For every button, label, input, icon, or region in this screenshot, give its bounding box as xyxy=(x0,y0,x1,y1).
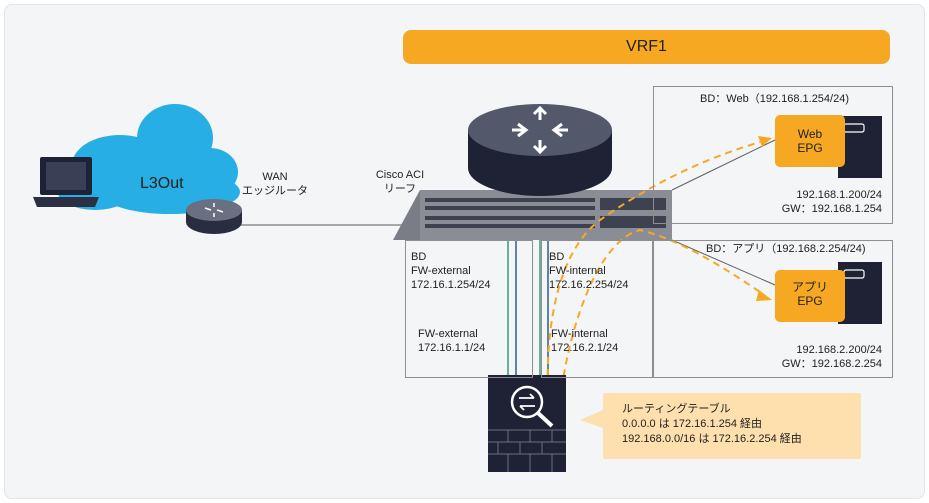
bd-app-title: BD：アプリ（192.168.2.254/24) xyxy=(706,243,866,255)
bd-fw-external-line1: BD xyxy=(411,251,427,263)
fw-internal-iface-ip: 172.16.2.1/24 xyxy=(551,342,619,354)
leaf-web-link xyxy=(671,139,776,191)
spine-router-icon xyxy=(468,104,612,196)
bd-fw-internal-line1: BD xyxy=(549,251,565,263)
fw-external-iface-ip: 172.16.1.1/24 xyxy=(418,342,486,354)
routing-table-note xyxy=(603,393,861,459)
server-icon-app xyxy=(838,262,882,324)
web-epg-block xyxy=(775,115,845,167)
app-epg-line2: EPG xyxy=(797,294,823,308)
cloud-label: L3Out xyxy=(140,175,184,192)
bd-web-title: BD：Web（192.168.1.254/24) xyxy=(700,93,849,105)
vrf-banner: VRF1 xyxy=(403,30,890,64)
switch-icon xyxy=(393,190,672,240)
bd-fw-external-line3: 172.16.1.254/24 xyxy=(411,279,491,291)
bd-app-box xyxy=(653,240,893,378)
routing-note-line1: 0.0.0.0 は 172.16.1.254 経由 xyxy=(622,418,763,430)
server-icon xyxy=(838,116,882,178)
wan-sub-label: エッジルータ xyxy=(242,185,308,197)
web-epg-line1: Web xyxy=(797,127,823,141)
bd-fw-internal-line2: FW-internal xyxy=(549,265,606,277)
magnifier-icon xyxy=(510,385,544,419)
leaf-app-link xyxy=(671,239,776,286)
bd-fw-external-line2: FW-external xyxy=(411,265,471,277)
app-epg-line1: アプリ xyxy=(791,280,828,294)
leaf-label: Cisco ACI xyxy=(375,169,425,181)
leaf-sub-label: リーフ xyxy=(383,183,417,195)
fw-external-iface-name: FW-external xyxy=(418,328,478,340)
router-icon xyxy=(186,199,242,234)
laptop-icon xyxy=(33,157,99,207)
bd-fw-internal-box xyxy=(541,240,653,378)
flow-arrowhead-app xyxy=(756,290,772,301)
web-epg-line2: EPG xyxy=(797,141,823,155)
bd-fw-external-box xyxy=(405,240,533,378)
vrf-label: VRF1 xyxy=(626,38,667,55)
traffic-flow-arrows xyxy=(546,141,761,401)
routing-note-line2: 192.168.0.0/16 は 172.16.2.254 経由 xyxy=(622,433,802,445)
routing-note-title: ルーティングテーブル xyxy=(622,403,731,415)
flow-arrowhead-web xyxy=(758,136,772,147)
fw-internal-iface-name: FW-internal xyxy=(551,328,608,340)
firewall-icon xyxy=(488,375,566,472)
bd-web-gw: GW：192.168.1.254 xyxy=(781,203,882,215)
app-epg-block xyxy=(775,270,845,322)
bd-app-ip: 192.168.2.200/24 xyxy=(796,344,882,356)
bd-app-gw: GW：192.168.2.254 xyxy=(781,358,882,370)
bd-web-ip: 192.168.1.200/24 xyxy=(796,189,882,201)
bd-fw-internal-line3: 172.16.2.254/24 xyxy=(549,279,629,291)
wan-label: WAN xyxy=(262,171,288,183)
cloud-icon xyxy=(57,104,240,214)
bd-web-box xyxy=(653,86,893,224)
note-pointer xyxy=(580,410,603,428)
